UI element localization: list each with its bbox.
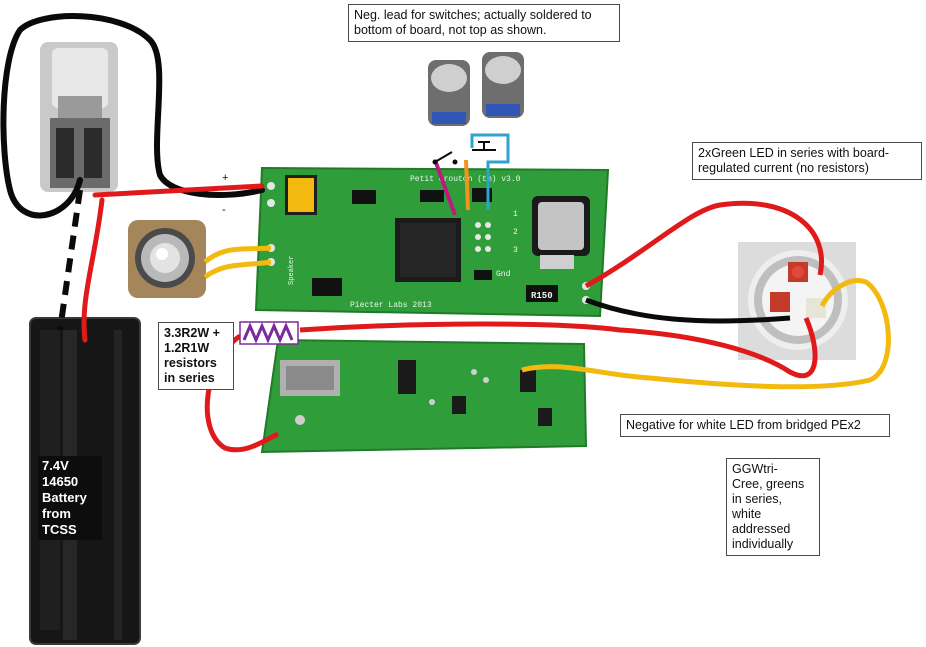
board-maker: Piecter Labs 2013 [350,301,432,310]
black-wire-loop [0,13,265,219]
emitter-note: GGWtri- Cree, greens in series, white ad… [726,458,820,556]
switch-symbol [432,141,496,165]
plus-sign: + [222,172,229,184]
led-emitter [738,242,856,360]
yellow-wire-white-led [521,278,891,390]
board-pin-1: 1 [513,210,518,219]
tail-switch [40,42,118,192]
side-switch-right [482,52,524,118]
black-wire-dashed [57,189,83,331]
red-wire-battery [81,183,265,343]
magenta-wire-switch [433,159,457,216]
battery-note: 7.4V 14650 Battery from TCSS [38,456,102,540]
speaker [128,220,206,298]
red-wire-led [584,200,824,289]
driver-board [254,166,610,318]
yellow-wire-speaker-1 [203,245,272,264]
blue-wire-switch [470,133,510,210]
switch-note: Neg. lead for switches; actually soldere… [348,4,620,42]
board-sense-resistor-label: R150 [531,291,553,301]
resistor-symbol [239,321,299,345]
bottom-board [260,338,588,454]
board-pin-2: 2 [513,228,518,237]
resistor-note: 3.3R2W + 1.2R1W resistors in series [158,322,234,390]
white-led-note: Negative for white LED from bridged PEx2 [620,414,890,437]
board-pin-3: 3 [513,246,518,255]
yellow-wire-speaker-2 [203,259,272,280]
board-speaker-label: Speaker [288,256,296,285]
orange-wire-switch [464,159,470,211]
side-switch-left [428,60,470,126]
minus-sign: - [222,204,226,216]
green-led-note: 2xGreen LED in series with board-regulat… [692,142,922,180]
board-gnd-label: Gnd [496,270,511,279]
black-wire-led [585,297,791,324]
